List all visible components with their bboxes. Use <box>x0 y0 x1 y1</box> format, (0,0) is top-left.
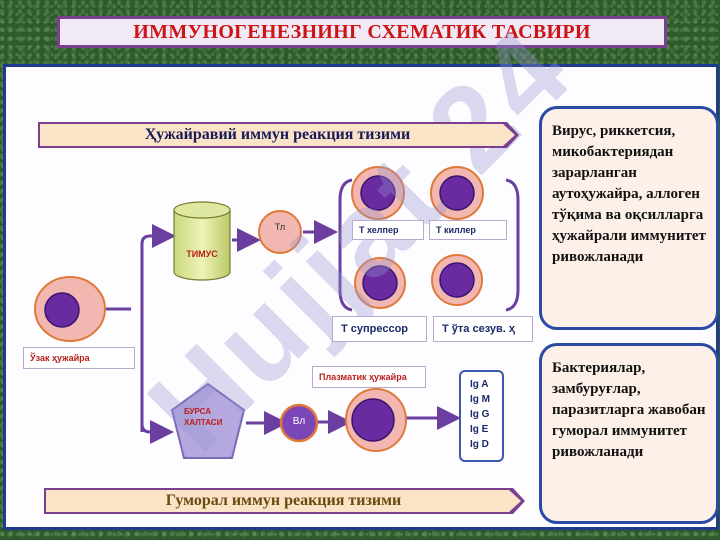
bl-cell <box>279 403 319 443</box>
ig-item: Ig E <box>470 424 489 435</box>
t-suppressor-label-text: Т супрессор <box>341 323 409 335</box>
cellular-info-box: Вирус, риккетсия, микобактериядан зарарл… <box>539 106 719 330</box>
plasma-cell <box>345 388 407 452</box>
title-box: ИММУНОГЕНЕЗНИНГ СХЕМАТИК ТАСВИРИ <box>57 16 667 48</box>
bursa-label: БУРСА ХАЛТАСИ <box>184 407 223 427</box>
t-suppressor-cell <box>354 257 406 309</box>
t-helper-label: Т хелпер <box>352 220 424 240</box>
page-title: ИММУНОГЕНЕЗНИНГ СХЕМАТИК ТАСВИРИ <box>133 20 591 43</box>
t-helper-label-text: Т хелпер <box>359 225 399 235</box>
humoral-info-box: Бактериялар, замбуруғлар, паразитларга ж… <box>539 343 719 524</box>
t-killer-label-text: Т киллер <box>436 225 476 235</box>
humoral-info-text: Бактериялар, замбуруғлар, паразитларга ж… <box>552 360 706 460</box>
cellular-banner: Ҳужайравий иммун реакция тизими <box>40 124 515 146</box>
bl-label: Вл <box>292 416 306 427</box>
stem-cell-label: Ўзак ҳужайра <box>23 347 135 369</box>
ig-item: Ig A <box>470 379 489 390</box>
thymus-cylinder <box>173 201 231 281</box>
tl-label: Тл <box>274 222 286 232</box>
arrow-to-bursa <box>140 380 174 444</box>
bursa-pentagon <box>170 382 246 459</box>
ig-item: Ig D <box>470 439 489 450</box>
tl-cell <box>258 210 302 254</box>
cellular-banner-text: Ҳужайравий иммун реакция тизими <box>144 126 411 143</box>
t-helper-cell <box>351 166 405 220</box>
bracket-right <box>505 178 520 312</box>
plasma-label: Плазматик ҳужайра <box>312 366 426 388</box>
bracket-left <box>338 178 353 312</box>
t-memory-label: Т ўта сезув. ҳ <box>433 316 533 342</box>
arrow-to-thymus <box>140 224 176 432</box>
stem-cell-label-text: Ўзак ҳужайра <box>30 353 90 363</box>
ig-item: Ig G <box>470 409 490 420</box>
humoral-banner-text: Гуморал иммун реакция тизими <box>165 492 402 509</box>
t-killer-label: Т киллер <box>429 220 507 240</box>
humoral-banner: Гуморал иммун реакция тизими <box>46 490 521 512</box>
immunoglobulin-box: Ig A Ig M Ig G Ig E Ig D <box>459 370 504 462</box>
t-memory-cell <box>431 254 483 306</box>
ig-item: Ig M <box>470 394 490 405</box>
t-killer-cell <box>430 166 484 220</box>
plasma-label-text: Плазматик ҳужайра <box>319 372 407 382</box>
thymus-label: ТИМУС <box>186 249 218 259</box>
cellular-info-text: Вирус, риккетсия, микобактериядан зарарл… <box>552 123 706 265</box>
t-memory-label-text: Т ўта сезув. ҳ <box>442 323 515 335</box>
stem-cell <box>34 276 106 342</box>
connector-lines <box>106 178 520 444</box>
t-suppressor-label: Т супрессор <box>332 316 427 342</box>
